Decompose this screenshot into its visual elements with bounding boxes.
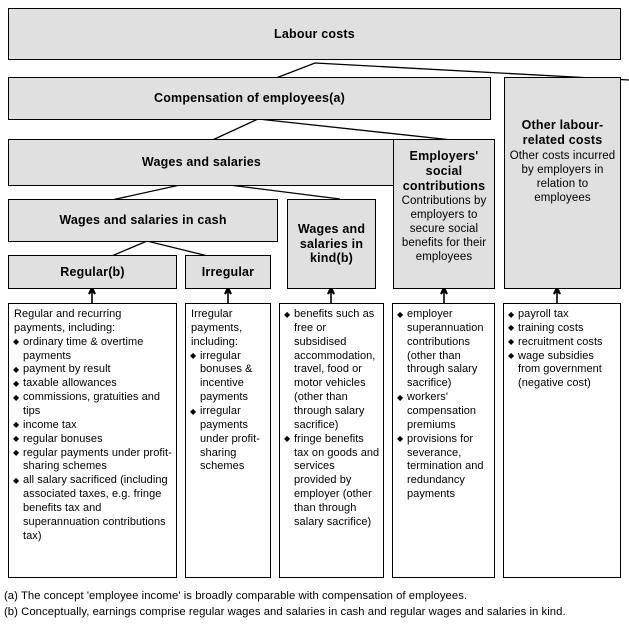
detail-list-irregular: irregular bonuses & incentive paymentsir… xyxy=(190,349,267,475)
detail-intro-line: including: xyxy=(191,335,238,348)
node-compensation-of-employees-label: Compensation of employees(a) xyxy=(153,91,346,106)
node-labour-costs[interactable]: Labour costs xyxy=(8,8,621,60)
node-labour-costs-label: Labour costs xyxy=(274,26,355,41)
detail-box-other-labour: payroll taxtraining costsrecruitment cos… xyxy=(503,303,621,578)
detail-intro-line: Regular and recurring xyxy=(14,308,122,320)
node-regular[interactable]: Regular(b) xyxy=(8,255,177,289)
detail-list-item: payroll tax xyxy=(508,308,617,322)
detail-list-item: payment by result xyxy=(13,363,173,377)
detail-list-item: fringe benefits tax on goods and service… xyxy=(284,432,380,530)
detail-intro-line: payments, including: xyxy=(14,321,116,334)
detail-list-item: recruitment costs xyxy=(508,335,617,350)
detail-list-item: employer superannuation contributions (o… xyxy=(397,307,491,391)
node-other-labour-related-costs[interactable]: Other labour-related costs Other costs i… xyxy=(504,77,621,289)
detail-list-item: ordinary time & overtime payments xyxy=(13,335,173,364)
footnotes: (a) The concept 'employee income' is bro… xyxy=(4,588,625,621)
detail-list-item: commissions, gratuities and tips xyxy=(13,391,173,419)
node-irregular[interactable]: Irregular xyxy=(185,255,271,289)
detail-list-item: benefits such as free or subsidised acco… xyxy=(284,308,380,433)
node-wages-and-salaries-in-kind[interactable]: Wages and salaries in kind(b) xyxy=(287,199,376,289)
node-employers-social-contributions[interactable]: Employers' social contributions Contribu… xyxy=(393,139,495,289)
detail-list-employers-social: employer superannuation contributions (o… xyxy=(397,307,491,502)
node-other-labour-related-costs-description: Other costs incurred by employers in rel… xyxy=(509,149,616,204)
node-regular-label: Regular(b) xyxy=(60,264,125,279)
node-wages-and-salaries-in-cash[interactable]: Wages and salaries in cash xyxy=(8,199,278,242)
detail-intro-line: payments, xyxy=(191,321,243,334)
footnote-b: (b) Conceptually, earnings comprise regu… xyxy=(4,606,566,619)
detail-box-wages-in-kind: benefits such as free or subsidised acco… xyxy=(279,303,384,578)
node-irregular-label: Irregular xyxy=(201,264,255,279)
detail-list-item: training costs xyxy=(508,321,617,336)
detail-list-item: wage subsidies from government (negative… xyxy=(508,349,617,392)
detail-list-other-labour: payroll taxtraining costsrecruitment cos… xyxy=(508,308,617,391)
detail-box-employers-social: employer superannuation contributions (o… xyxy=(392,303,495,578)
detail-list-item: income tax xyxy=(13,418,173,433)
detail-list-item: taxable allowances xyxy=(13,377,173,391)
detail-list-item: provisions for severance, termination an… xyxy=(397,432,491,502)
node-employers-social-contributions-description: Contributions by employers to secure soc… xyxy=(401,195,487,264)
node-compensation-of-employees[interactable]: Compensation of employees(a) xyxy=(8,77,491,120)
node-wages-and-salaries-in-cash-label: Wages and salaries in cash xyxy=(59,213,227,228)
node-other-labour-related-costs-label: Other labour-related costs xyxy=(521,118,604,147)
detail-intro-line: Irregular xyxy=(191,308,233,320)
detail-list-regular: ordinary time & overtime paymentspayment… xyxy=(13,335,173,544)
detail-list-item: workers' compensation premiums xyxy=(397,391,491,433)
detail-list-item: irregular payments under profit-sharing … xyxy=(190,405,267,474)
footnote-a: (a) The concept 'employee income' is bro… xyxy=(4,590,468,602)
node-wages-and-salaries[interactable]: Wages and salaries xyxy=(8,139,395,186)
detail-list-item: regular payments under profit-sharing sc… xyxy=(13,446,173,475)
detail-list-item: all salary sacrificed (including associa… xyxy=(13,474,173,543)
detail-list-wages-kind: benefits such as free or subsidised acco… xyxy=(284,308,380,530)
detail-list-item: irregular bonuses & incentive payments xyxy=(190,349,267,405)
node-employers-social-contributions-label: Employers' social contributions xyxy=(402,149,486,193)
detail-list-item: regular bonuses xyxy=(13,432,173,447)
node-wages-and-salaries-label: Wages and salaries xyxy=(141,155,262,170)
node-wages-and-salaries-in-kind-label: Wages and salaries in kind(b) xyxy=(297,221,366,266)
